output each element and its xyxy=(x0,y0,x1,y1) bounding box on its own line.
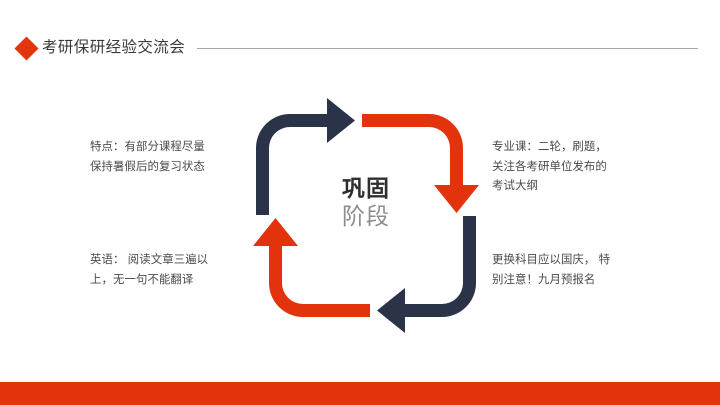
slide-header: 考研保研经验交流会 xyxy=(0,30,720,66)
footer-accent-bar xyxy=(0,382,720,405)
caption-top-left-line1: 特点：有部分课程尽量 xyxy=(90,141,205,153)
cycle-diagram xyxy=(248,93,484,338)
caption-bottom-right-line1: 更换科目应以国庆， 特 xyxy=(492,254,611,266)
cycle-arrow-top-right xyxy=(362,114,479,213)
caption-bottom-left: 英语： 阅读文章三遍以 上，无一句不能翻译 xyxy=(90,251,208,290)
cycle-arrow-bottom-left xyxy=(253,218,370,317)
cycle-diagram-svg xyxy=(253,98,479,333)
caption-top-left-line2: 保持暑假后的复习状态 xyxy=(90,160,205,173)
caption-top-left: 特点：有部分课程尽量 保持暑假后的复习状态 xyxy=(90,138,205,177)
caption-bottom-right-line2: 别注意！九月预报名 xyxy=(492,273,596,286)
page-title: 考研保研经验交流会 xyxy=(42,39,186,57)
cycle-arrow-top-left xyxy=(256,98,355,215)
caption-top-right-line1: 专业课：二轮，刷题， xyxy=(492,141,607,153)
diamond-icon xyxy=(14,35,39,61)
header-divider xyxy=(197,47,698,49)
caption-top-right: 专业课：二轮，刷题， 关注各考研单位发布的 考试大纲 xyxy=(492,138,607,197)
caption-bottom-left-line2: 上，无一句不能翻译 xyxy=(90,273,194,286)
caption-top-right-line3: 考试大纲 xyxy=(492,180,538,193)
caption-top-right-line2: 关注各考研单位发布的 xyxy=(492,160,607,173)
caption-bottom-right: 更换科目应以国庆， 特 别注意！九月预报名 xyxy=(492,251,610,290)
caption-bottom-left-line1: 英语： 阅读文章三遍以 xyxy=(90,254,209,266)
cycle-arrow-bottom-right xyxy=(377,216,476,333)
